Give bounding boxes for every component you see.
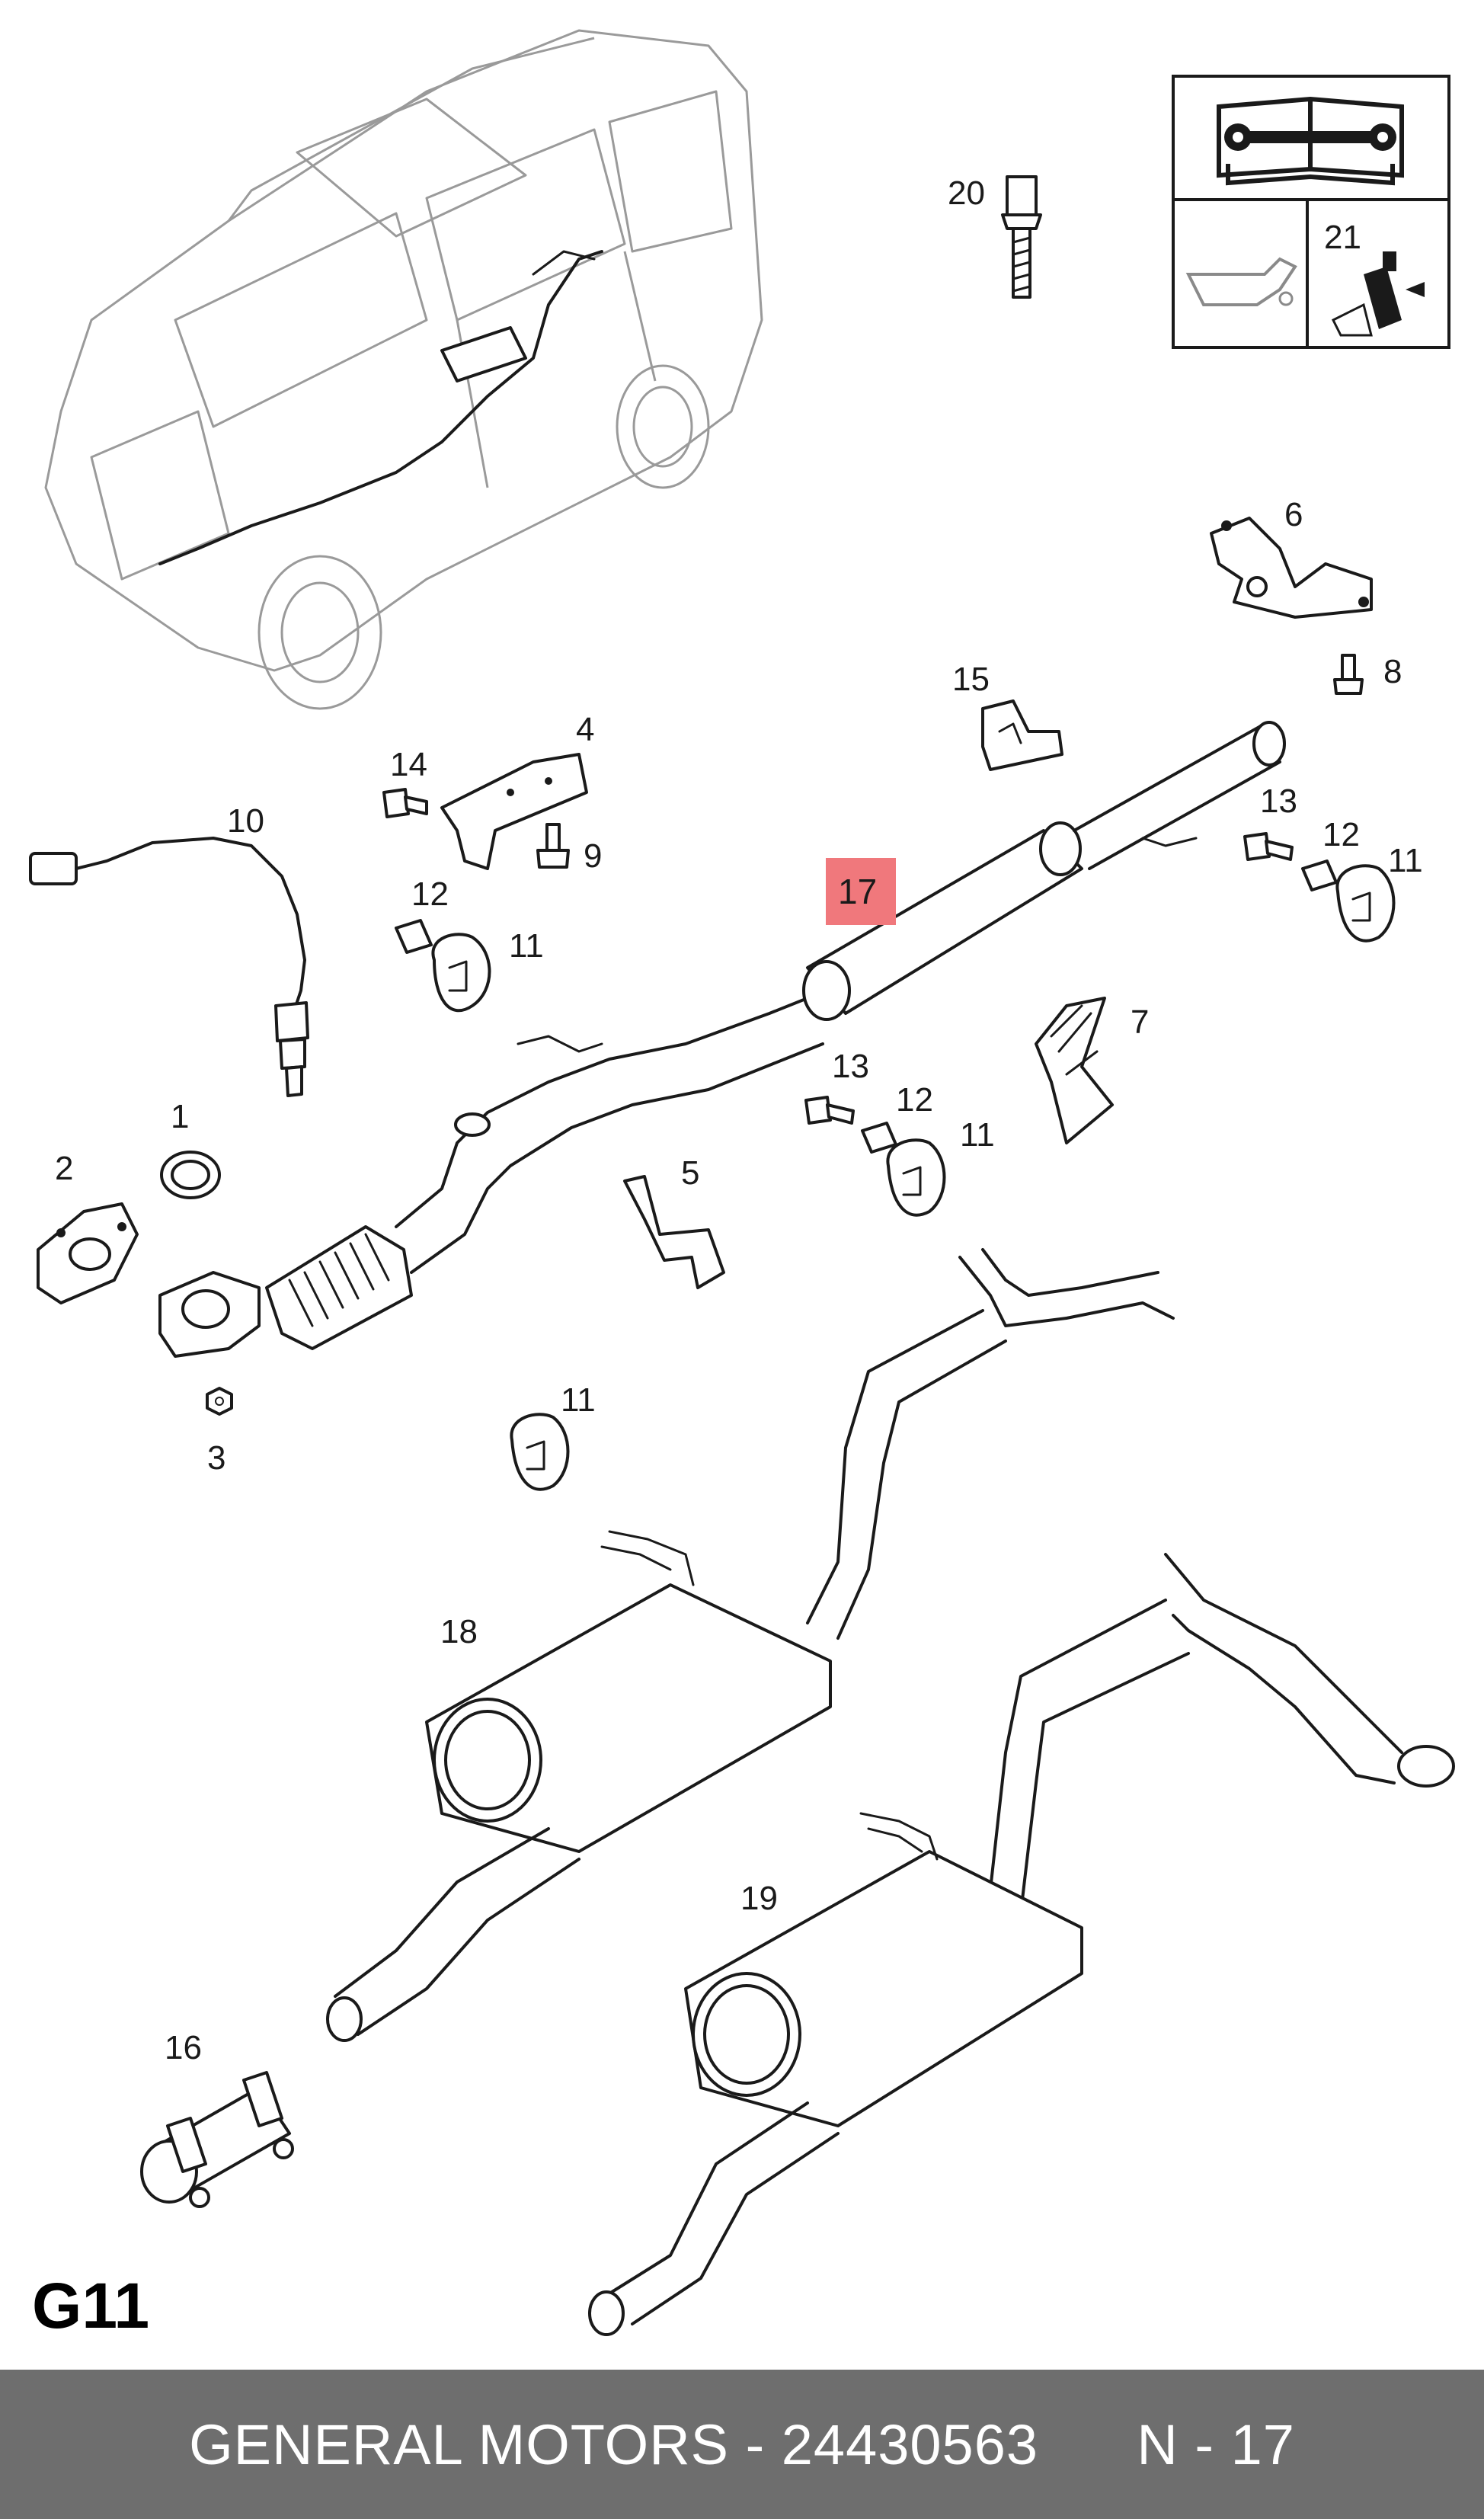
oil-can-icon bbox=[1185, 257, 1297, 306]
part-17-front-pipe-with-silencer bbox=[158, 721, 1286, 1358]
part-11-hanger-left bbox=[431, 933, 491, 1013]
info-box: 21 bbox=[1172, 75, 1450, 349]
part-14-bolt bbox=[382, 788, 428, 818]
callout-12-right: 12 bbox=[1322, 816, 1360, 853]
callout-19: 19 bbox=[740, 1880, 778, 1917]
part-1-seal-ring bbox=[160, 1151, 221, 1199]
part-18-rear-silencer bbox=[326, 1248, 1175, 2042]
callout-8: 8 bbox=[1383, 653, 1402, 690]
callout-5: 5 bbox=[681, 1154, 699, 1192]
page-code: G11 bbox=[32, 2270, 150, 2341]
callout-6: 6 bbox=[1284, 496, 1303, 533]
callout-1: 1 bbox=[171, 1098, 189, 1135]
callout-18: 18 bbox=[440, 1613, 478, 1650]
callout-4: 4 bbox=[576, 711, 594, 748]
part-13-bolt-right bbox=[1243, 832, 1294, 861]
vehicle-overview-illustration bbox=[44, 29, 763, 710]
part-12-pin-right bbox=[1301, 859, 1338, 891]
part-5-bracket bbox=[623, 1175, 725, 1289]
part-11-hanger-right bbox=[1335, 864, 1396, 943]
part-19-rear-silencer bbox=[588, 1553, 1455, 2336]
callout-9: 9 bbox=[584, 837, 602, 875]
part-6-bracket bbox=[1210, 517, 1373, 619]
callout-2: 2 bbox=[55, 1150, 73, 1187]
callout-13-right: 13 bbox=[1260, 783, 1297, 820]
part-16-clamp bbox=[140, 2071, 294, 2208]
part-3-nut bbox=[206, 1387, 233, 1416]
callout-7: 7 bbox=[1131, 1003, 1149, 1041]
part-11-hanger-center bbox=[886, 1138, 946, 1217]
manual-wrench-icon bbox=[1217, 96, 1404, 186]
part-20-stud bbox=[1001, 175, 1042, 299]
part-7-heat-shield bbox=[1035, 997, 1114, 1144]
part-4-bracket bbox=[440, 753, 588, 870]
callout-11-left: 11 bbox=[509, 927, 544, 965]
callout-10: 10 bbox=[227, 802, 264, 840]
footer-bar: GENERAL MOTORS - 24430563 N - 17 bbox=[0, 2370, 1484, 2519]
part-10-oxygen-sensor bbox=[29, 837, 309, 1097]
callout-17: 17 bbox=[838, 872, 877, 911]
part-9-bolt bbox=[536, 823, 570, 869]
callout-12-left: 12 bbox=[411, 875, 449, 913]
callout-11-center: 11 bbox=[960, 1116, 995, 1154]
callout-20: 20 bbox=[948, 174, 985, 212]
footer-part-number: GENERAL MOTORS - 24430563 N - 17 bbox=[189, 2412, 1295, 2476]
part-2-gasket bbox=[37, 1202, 139, 1304]
callout-15: 15 bbox=[952, 661, 990, 698]
part-8-bolt bbox=[1333, 654, 1364, 695]
callout-16: 16 bbox=[165, 2029, 202, 2066]
callout-11-lower: 11 bbox=[561, 1381, 596, 1419]
callout-11-right: 11 bbox=[1388, 842, 1423, 879]
part-12-pin-center bbox=[861, 1122, 897, 1154]
callout-12-center: 12 bbox=[896, 1081, 933, 1119]
part-15-clip bbox=[981, 699, 1063, 771]
part-12-pin-left bbox=[395, 919, 433, 954]
callout-14: 14 bbox=[390, 746, 427, 783]
callout-13-center: 13 bbox=[832, 1048, 869, 1085]
callout-17-highlight bbox=[826, 858, 896, 925]
callout-21: 21 bbox=[1324, 219, 1361, 256]
part-11-hanger-lower bbox=[510, 1413, 570, 1491]
sealant-tube-icon bbox=[1331, 251, 1425, 337]
exhaust-parts-diagram: 21 20 6 8 15 4 14 9 bbox=[29, 29, 1455, 2336]
part-13-bolt-center bbox=[804, 1096, 855, 1125]
callout-3: 3 bbox=[207, 1439, 225, 1477]
